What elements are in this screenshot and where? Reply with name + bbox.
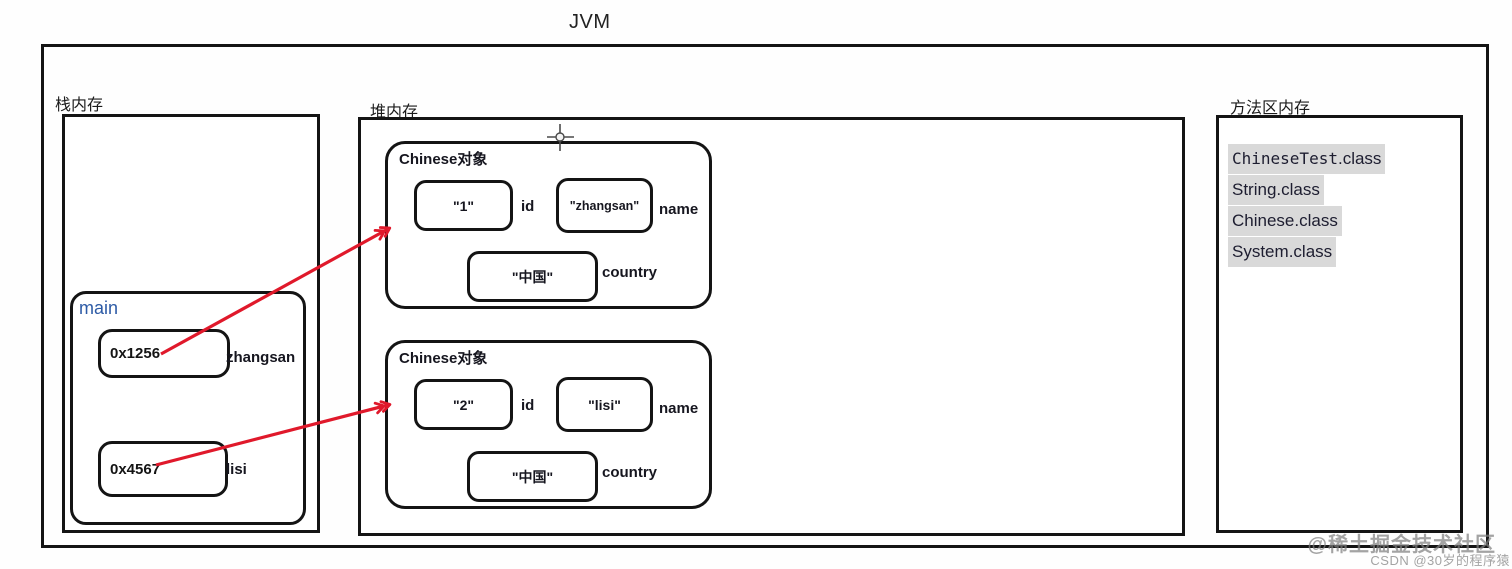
- heap-object-2-name-label: name: [659, 400, 699, 417]
- jvm-outer-box: [41, 44, 1489, 548]
- method-area-label: 方法区内存: [1230, 100, 1311, 117]
- heap-object-1: Chinese对象 "1" id "zhangsan" name "中国" co…: [385, 141, 712, 309]
- heap-object-2-id-box: "2": [414, 379, 513, 430]
- class-suffix: .class: [1276, 180, 1320, 199]
- main-frame-label: main: [79, 298, 119, 318]
- stack-var-lisi-label: lisi: [226, 461, 247, 478]
- stack-var-lisi-box: 0x4567: [98, 441, 228, 497]
- class-entry-system: System.class: [1228, 237, 1337, 267]
- watermark-csdn: CSDN @30岁的程序猿: [1370, 553, 1510, 568]
- class-suffix: .class: [1337, 149, 1382, 168]
- class-name: String: [1232, 180, 1277, 199]
- heap-object-2-country-label: country: [602, 464, 658, 481]
- heap-memory-label: 堆内存: [370, 104, 419, 121]
- stack-var-lisi-value: 0x4567: [110, 460, 161, 478]
- stack-var-zhangsan-label: zhangsan: [226, 349, 296, 366]
- class-entry-string: String.class: [1228, 175, 1324, 205]
- heap-object-1-country-value: "中国": [511, 268, 554, 285]
- heap-object-2-title: Chinese对象: [399, 350, 488, 367]
- class-name: ChineseTest: [1232, 149, 1338, 168]
- stack-memory-label: 栈内存: [55, 97, 104, 114]
- heap-object-1-title: Chinese对象: [399, 151, 488, 168]
- class-suffix: .class: [1288, 242, 1333, 261]
- heap-object-2-id-label: id: [521, 397, 535, 414]
- heap-object-2-name-box: "lisi": [556, 377, 653, 432]
- heap-object-1-id-box: "1": [414, 180, 513, 231]
- heap-object-2-country-box: "中国": [467, 451, 598, 502]
- heap-object-2-id-value: "2": [452, 396, 475, 413]
- heap-object-1-country-box: "中国": [467, 251, 598, 302]
- heap-object-1-name-label: name: [659, 201, 699, 218]
- diagram-title: JVM: [569, 11, 611, 33]
- class-name: Chinese: [1232, 211, 1295, 230]
- watermark-juejin: @稀土掘金技术社区: [1307, 534, 1496, 556]
- class-entry-chinese: Chinese.class: [1228, 206, 1342, 236]
- stack-var-zhangsan-box: 0x1256: [98, 329, 230, 378]
- class-name: System: [1232, 242, 1289, 261]
- stack-var-zhangsan-value: 0x1256: [110, 345, 161, 362]
- class-entry-chinesetest: ChineseTest.class: [1228, 144, 1386, 174]
- heap-object-1-id-value: "1": [452, 197, 475, 214]
- heap-object-1-country-label: country: [602, 264, 658, 281]
- heap-object-1-name-box: "zhangsan": [556, 178, 653, 233]
- class-suffix: .class: [1294, 211, 1338, 230]
- loaded-class-list: ChineseTest.class String.class Chinese.c…: [1228, 144, 1386, 268]
- heap-object-2-name-value: "lisi": [588, 396, 621, 413]
- heap-object-1-id-label: id: [521, 198, 535, 215]
- heap-object-1-name-value: "zhangsan": [569, 198, 640, 213]
- heap-object-2: Chinese对象 "2" id "lisi" name "中国" countr…: [385, 340, 712, 509]
- heap-object-2-country-value: "中国": [511, 468, 554, 485]
